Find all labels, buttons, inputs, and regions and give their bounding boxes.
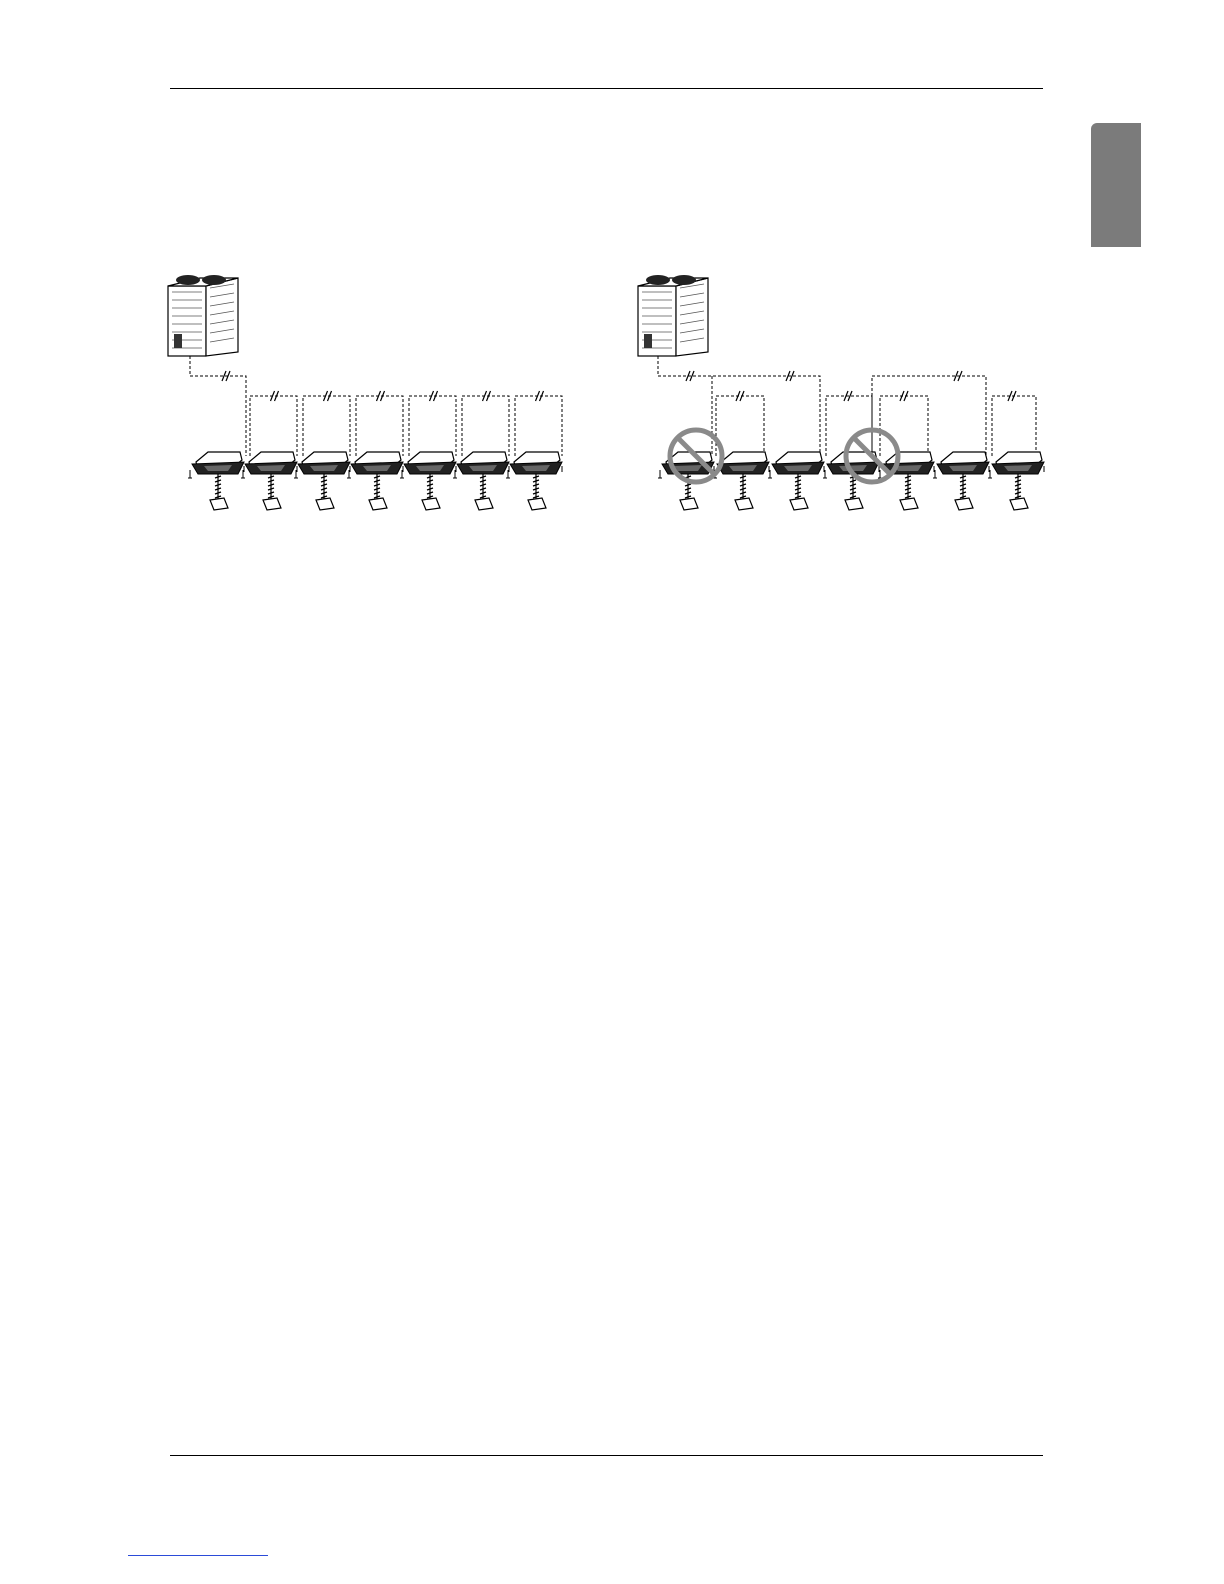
link-cable xyxy=(515,396,562,456)
indoor-unit-icon xyxy=(453,452,509,510)
indoor-unit-icon xyxy=(294,452,350,510)
link-cable xyxy=(462,396,509,456)
correct-wiring-diagram xyxy=(160,260,590,530)
remote-controller-icon xyxy=(680,498,698,510)
remote-cable-icon xyxy=(268,474,274,500)
link-cable xyxy=(992,396,1036,456)
remote-cable-icon xyxy=(533,474,539,500)
remote-controller-icon xyxy=(263,498,281,510)
outdoor-unit-icon xyxy=(638,275,708,356)
link-cable xyxy=(250,396,297,456)
indoor-unit-icon xyxy=(400,452,456,510)
indoor-unit-icon xyxy=(878,452,934,510)
remote-cable-icon xyxy=(480,474,486,500)
link-cable xyxy=(716,396,764,456)
indoor-unit-icon xyxy=(933,452,989,510)
footer-rule xyxy=(170,1455,1043,1456)
remote-controller-icon xyxy=(316,498,334,510)
footer-link-underline[interactable] xyxy=(128,1555,268,1556)
remote-cable-icon xyxy=(1015,474,1021,500)
remote-cable-icon xyxy=(427,474,433,500)
indoor-unit-icon xyxy=(241,452,297,510)
incorrect-wiring-diagram xyxy=(630,260,1060,530)
remote-controller-icon xyxy=(369,498,387,510)
branch-cable xyxy=(872,376,986,456)
remote-cable-icon xyxy=(960,474,966,500)
correct-wiring-svg xyxy=(160,260,590,530)
indoor-unit-icon xyxy=(988,452,1044,510)
language-tab xyxy=(1091,123,1141,247)
remote-controller-icon xyxy=(528,498,546,510)
remote-controller-icon xyxy=(790,498,808,510)
remote-cable-icon xyxy=(374,474,380,500)
link-cable xyxy=(880,396,928,456)
indoor-unit-icon xyxy=(347,452,403,510)
remote-controller-icon xyxy=(735,498,753,510)
remote-controller-icon xyxy=(422,498,440,510)
indoor-unit-icon xyxy=(188,452,244,510)
remote-cable-icon xyxy=(905,474,911,500)
link-cable xyxy=(409,396,456,456)
remote-controller-icon xyxy=(210,498,228,510)
remote-controller-icon xyxy=(955,498,973,510)
incorrect-wiring-svg xyxy=(630,260,1060,530)
remote-cable-icon xyxy=(321,474,327,500)
outdoor-unit-icon xyxy=(168,275,238,356)
indoor-unit-icon xyxy=(506,452,562,510)
remote-controller-icon xyxy=(1010,498,1028,510)
remote-controller-icon xyxy=(900,498,918,510)
remote-controller-icon xyxy=(475,498,493,510)
indoor-unit-icon xyxy=(768,452,824,510)
link-cable xyxy=(356,396,403,456)
header-rule xyxy=(170,88,1043,89)
remote-cable-icon xyxy=(795,474,801,500)
remote-controller-icon xyxy=(845,498,863,510)
remote-cable-icon xyxy=(740,474,746,500)
link-cable xyxy=(303,396,350,456)
main-cable xyxy=(190,356,246,456)
remote-cable-icon xyxy=(215,474,221,500)
